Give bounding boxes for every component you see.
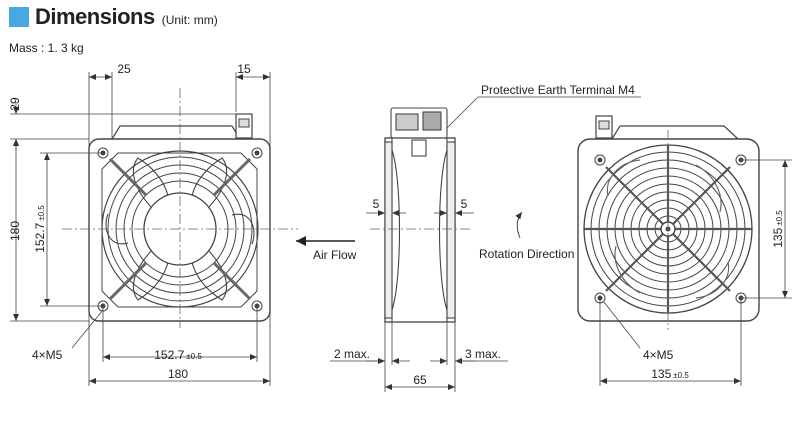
dim-135-horizontal-tol: ±0.5	[673, 371, 689, 380]
dim-29: 29	[8, 97, 22, 111]
dim-152-7-horizontal-tol: ±0.5	[186, 352, 202, 361]
dim-3max: 3 max.	[465, 347, 501, 361]
section-header: Dimensions (Unit: mm)	[9, 4, 218, 30]
side-dimensions	[330, 96, 641, 392]
air-flow-label: Air Flow	[313, 248, 357, 262]
svg-text:135±0.5: 135±0.5	[651, 367, 689, 381]
header-square-icon	[9, 7, 29, 27]
side-dim-labels: Protective Earth Terminal M4 5 5 2 max. …	[313, 83, 635, 387]
front-octagon	[101, 152, 258, 308]
rotation-label: Rotation Direction	[479, 247, 574, 261]
dim-135-horizontal: 135	[651, 367, 671, 381]
side-view	[370, 107, 470, 323]
dim-135-vertical-tol: ±0.5	[775, 210, 784, 226]
dim-15: 15	[237, 62, 251, 76]
rear-screw-label: 4×M5	[643, 348, 674, 362]
front-dim-labels: 25 15 29 180 152.7±0.5 152.7±0.5 180 4×M…	[8, 62, 251, 381]
dim-152-7-vertical-tol: ±0.5	[37, 205, 46, 221]
terminal-label: Protective Earth Terminal M4	[481, 83, 635, 97]
rear-blades	[606, 159, 730, 299]
dim-135-vertical: 135	[771, 227, 785, 247]
front-blades	[105, 157, 255, 301]
rotation-arrow	[515, 211, 523, 239]
rear-dim-labels: 135±0.5 135±0.5 4×M5	[643, 210, 785, 381]
dim-5-left: 5	[373, 197, 380, 211]
front-screw-label: 4×M5	[32, 348, 63, 362]
dim-180-horizontal: 180	[168, 367, 188, 381]
front-struts	[108, 157, 252, 301]
dim-25: 25	[117, 62, 131, 76]
svg-text:135±0.5: 135±0.5	[771, 210, 785, 248]
unit-label: (Unit: mm)	[161, 13, 218, 27]
front-dimensions	[10, 72, 271, 386]
dim-5-right: 5	[461, 197, 468, 211]
page-title: Dimensions	[35, 4, 155, 29]
front-top-housing	[111, 125, 241, 140]
mass-label: Mass : 1. 3 kg	[9, 41, 84, 55]
dim-152-7-vertical: 152.7	[33, 222, 47, 252]
rear-view	[577, 115, 760, 330]
dim-2max: 2 max.	[334, 347, 370, 361]
rear-dimensions	[599, 159, 792, 386]
dim-65: 65	[413, 373, 427, 387]
front-view	[62, 88, 298, 328]
dim-152-7-horizontal: 152.7	[154, 348, 184, 362]
svg-text:152.7±0.5: 152.7±0.5	[33, 205, 47, 253]
svg-text:152.7±0.5: 152.7±0.5	[154, 348, 202, 362]
rear-top-housing	[611, 125, 739, 140]
dim-180-vertical: 180	[8, 221, 22, 241]
